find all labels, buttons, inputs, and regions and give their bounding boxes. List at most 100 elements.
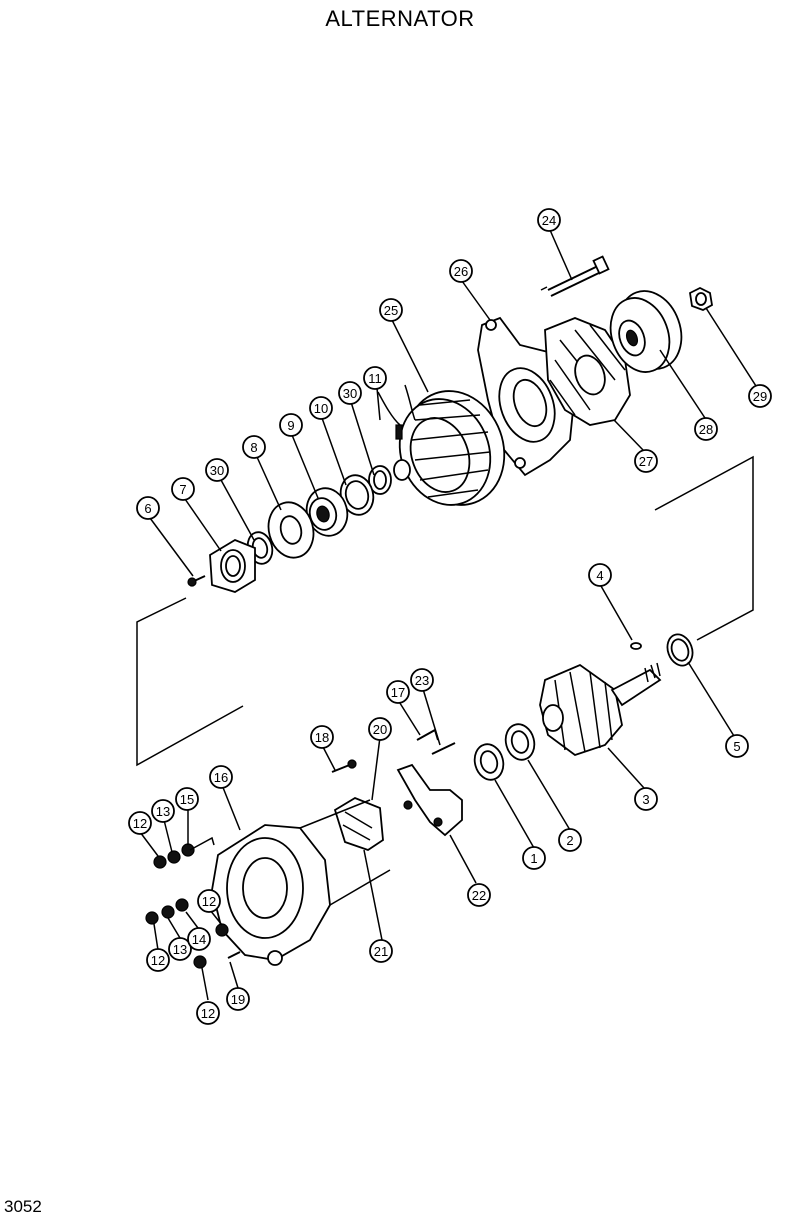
svg-text:3: 3 bbox=[642, 792, 649, 807]
svg-text:16: 16 bbox=[214, 770, 228, 785]
callout-14: 14 bbox=[187, 927, 211, 951]
stator bbox=[398, 390, 506, 506]
terminal-lead bbox=[416, 728, 439, 741]
retainer-screw bbox=[187, 575, 206, 587]
callout-27: 27 bbox=[634, 449, 658, 473]
callout-30a: 30 bbox=[205, 458, 229, 482]
cooling-fan bbox=[544, 317, 631, 426]
svg-text:12: 12 bbox=[201, 1006, 215, 1021]
woodruff-key bbox=[630, 642, 642, 650]
svg-text:2: 2 bbox=[566, 833, 573, 848]
svg-text:26: 26 bbox=[454, 264, 468, 279]
svg-text:14: 14 bbox=[192, 932, 206, 947]
svg-text:21: 21 bbox=[374, 944, 388, 959]
brush-screw bbox=[331, 759, 357, 773]
callout-9: 9 bbox=[279, 413, 303, 437]
front-bearing bbox=[305, 487, 349, 537]
callout-21: 21 bbox=[369, 939, 393, 963]
svg-text:9: 9 bbox=[287, 418, 294, 433]
svg-text:12: 12 bbox=[202, 894, 216, 909]
svg-text:22: 22 bbox=[472, 888, 486, 903]
callout-13a: 13 bbox=[151, 799, 175, 823]
callout-28: 28 bbox=[694, 417, 718, 441]
rectifier bbox=[396, 763, 463, 837]
callout-3: 3 bbox=[634, 787, 658, 811]
svg-text:18: 18 bbox=[315, 730, 329, 745]
callout-2: 2 bbox=[558, 828, 582, 852]
rotor-bearing bbox=[504, 723, 536, 761]
callout-22: 22 bbox=[467, 883, 491, 907]
svg-text:12: 12 bbox=[133, 816, 147, 831]
callout-4: 4 bbox=[588, 563, 612, 587]
callout-20: 20 bbox=[368, 717, 392, 741]
callout-17: 17 bbox=[386, 680, 410, 704]
callout-7: 7 bbox=[171, 477, 195, 501]
rear-bearing-ring bbox=[666, 633, 694, 667]
callout-12b: 12 bbox=[197, 889, 221, 913]
svg-text:4: 4 bbox=[596, 568, 603, 583]
svg-text:29: 29 bbox=[753, 389, 767, 404]
callout-labels: 1 2 3 4 5 6 7 8 9 10 11 12 12 12 12 13 1… bbox=[128, 208, 772, 1025]
callout-26: 26 bbox=[449, 259, 473, 283]
svg-text:15: 15 bbox=[180, 792, 194, 807]
callout-6: 6 bbox=[136, 496, 160, 520]
svg-text:30: 30 bbox=[210, 463, 224, 478]
brush-holder-screw bbox=[431, 742, 456, 755]
callout-11: 11 bbox=[363, 366, 387, 390]
callout-12d: 12 bbox=[196, 1001, 220, 1025]
callout-16: 16 bbox=[209, 765, 233, 789]
svg-text:17: 17 bbox=[391, 685, 405, 700]
callout-8: 8 bbox=[242, 435, 266, 459]
callout-1: 1 bbox=[522, 846, 546, 870]
callout-5: 5 bbox=[725, 734, 749, 758]
callout-30b: 30 bbox=[338, 381, 362, 405]
assembly-connector-lines bbox=[136, 455, 754, 767]
svg-text:28: 28 bbox=[699, 422, 713, 437]
svg-text:10: 10 bbox=[314, 401, 328, 416]
svg-text:11: 11 bbox=[368, 371, 382, 386]
leader-lines bbox=[139, 229, 757, 1001]
svg-text:13: 13 bbox=[156, 804, 170, 819]
svg-text:12: 12 bbox=[151, 953, 165, 968]
svg-text:30: 30 bbox=[343, 386, 357, 401]
rotor bbox=[539, 662, 662, 757]
svg-text:24: 24 bbox=[542, 213, 556, 228]
callout-19: 19 bbox=[226, 987, 250, 1011]
slip-ring-bearing bbox=[473, 743, 505, 781]
callout-23: 23 bbox=[410, 668, 434, 692]
spacer-upper bbox=[368, 459, 411, 495]
callout-12a: 12 bbox=[128, 811, 152, 835]
svg-text:20: 20 bbox=[373, 722, 387, 737]
pulley bbox=[609, 290, 683, 373]
bearing-retainer bbox=[209, 538, 256, 593]
callout-18: 18 bbox=[310, 725, 334, 749]
svg-text:27: 27 bbox=[639, 454, 653, 469]
callout-13b: 13 bbox=[168, 937, 192, 961]
page-number: 3052 bbox=[4, 1197, 42, 1216]
bearing-plate bbox=[267, 501, 315, 559]
rear-housing bbox=[211, 799, 391, 966]
svg-text:13: 13 bbox=[173, 942, 187, 957]
diagram-title: ALTERNATOR bbox=[325, 6, 475, 31]
svg-text:7: 7 bbox=[179, 482, 186, 497]
brush-holder bbox=[333, 796, 384, 851]
callout-12c: 12 bbox=[146, 948, 170, 972]
through-bolt bbox=[540, 255, 610, 297]
retainer-ring bbox=[339, 474, 375, 516]
callout-29: 29 bbox=[748, 384, 772, 408]
callout-25: 25 bbox=[379, 298, 403, 322]
pulley-nut bbox=[689, 286, 713, 311]
terminal-hardware bbox=[145, 836, 241, 969]
svg-text:1: 1 bbox=[530, 851, 537, 866]
svg-text:8: 8 bbox=[250, 440, 257, 455]
callout-15: 15 bbox=[175, 787, 199, 811]
callout-10: 10 bbox=[309, 396, 333, 420]
stator-leads bbox=[377, 384, 416, 440]
svg-text:6: 6 bbox=[144, 501, 151, 516]
callout-24: 24 bbox=[537, 208, 561, 232]
svg-text:25: 25 bbox=[384, 303, 398, 318]
svg-text:23: 23 bbox=[415, 673, 429, 688]
svg-text:19: 19 bbox=[231, 992, 245, 1007]
svg-text:5: 5 bbox=[733, 739, 740, 754]
